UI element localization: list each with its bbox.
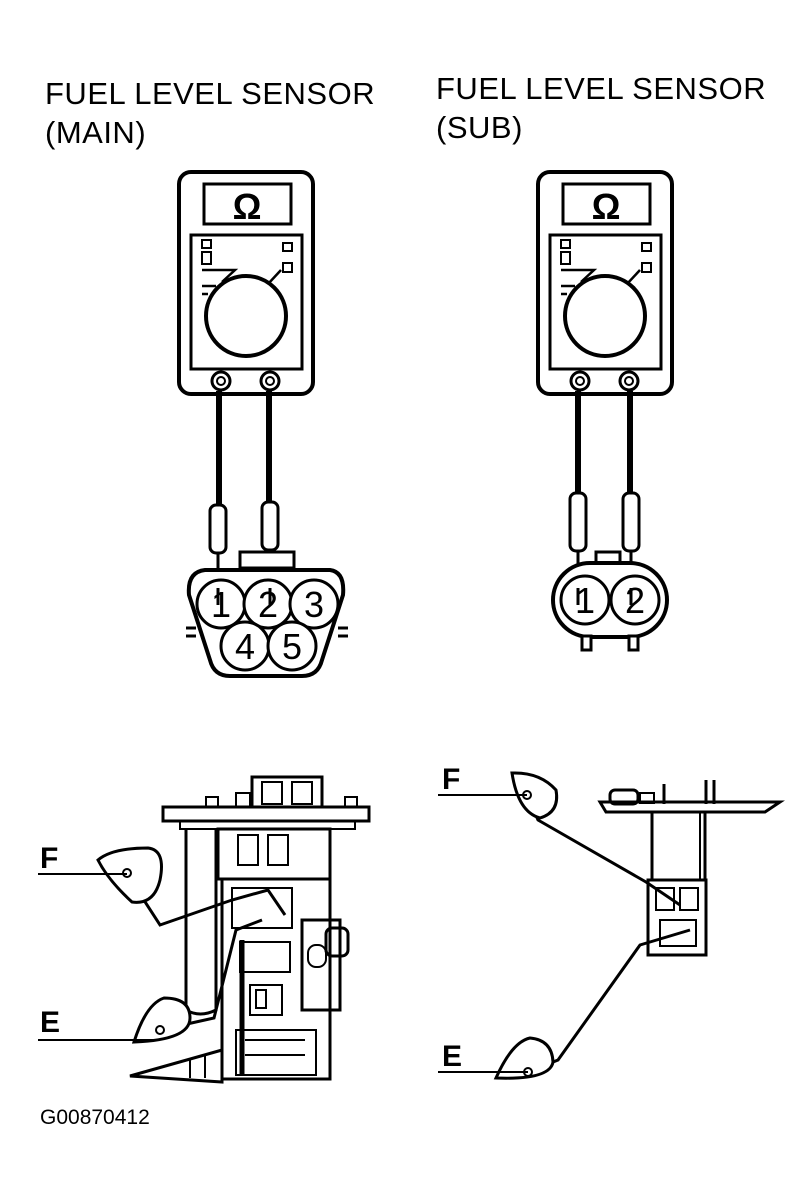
sub-label-e: E [442,1040,462,1073]
sub-ohmmeter-icon [536,170,674,396]
sub-title-line2: (SUB) [436,110,523,145]
main-meter-symbol: Ω [233,186,262,227]
main-label-f: F [40,842,58,875]
main-title-line2: (MAIN) [45,115,147,150]
main-pin-4: 4 [235,626,255,667]
main-label-e: E [40,1006,60,1039]
main-title-line1: FUEL LEVEL SENSOR [45,76,376,111]
sub-label-f: F [442,763,460,796]
main-pin-3: 3 [304,584,324,625]
sub-sender-unit-icon [438,771,785,1080]
sub-connector-icon [551,550,669,652]
main-pin-2: 2 [258,584,278,625]
main-sender-unit-icon [38,775,371,1084]
sub-pin-2: 2 [625,580,645,621]
sub-title-line1: FUEL LEVEL SENSOR [436,71,767,106]
main-connector-icon [186,550,348,678]
sub-test-leads [568,391,641,590]
figure-id: G00870412 [40,1106,150,1129]
sub-meter-symbol: Ω [592,186,621,227]
main-pin-5: 5 [282,626,302,667]
sub-pin-1: 1 [575,580,595,621]
main-ohmmeter-icon [177,170,315,396]
main-test-leads [208,391,280,590]
main-pin-1: 1 [211,584,231,625]
